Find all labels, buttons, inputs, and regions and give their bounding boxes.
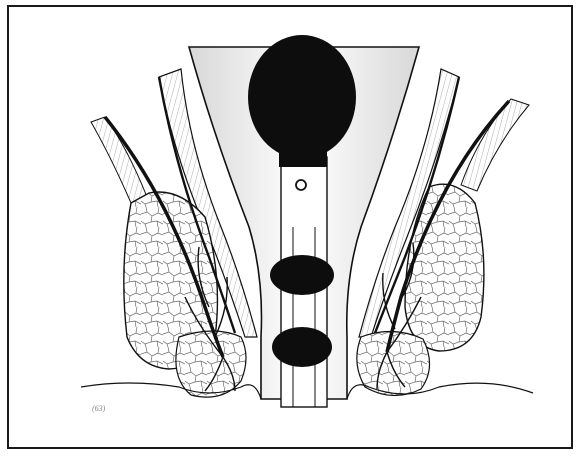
anorectal-diagram xyxy=(9,7,571,447)
catheter-port xyxy=(296,180,306,190)
artist-mark: (63) xyxy=(92,404,105,413)
balloon-middle xyxy=(270,255,334,295)
balloon-lower xyxy=(272,327,332,367)
balloon-upper-neck xyxy=(279,147,327,167)
figure-frame: (63) xyxy=(7,5,573,449)
right-outer-muscle xyxy=(461,99,529,191)
left-outer-muscle xyxy=(91,117,147,203)
balloon-upper xyxy=(248,35,356,159)
